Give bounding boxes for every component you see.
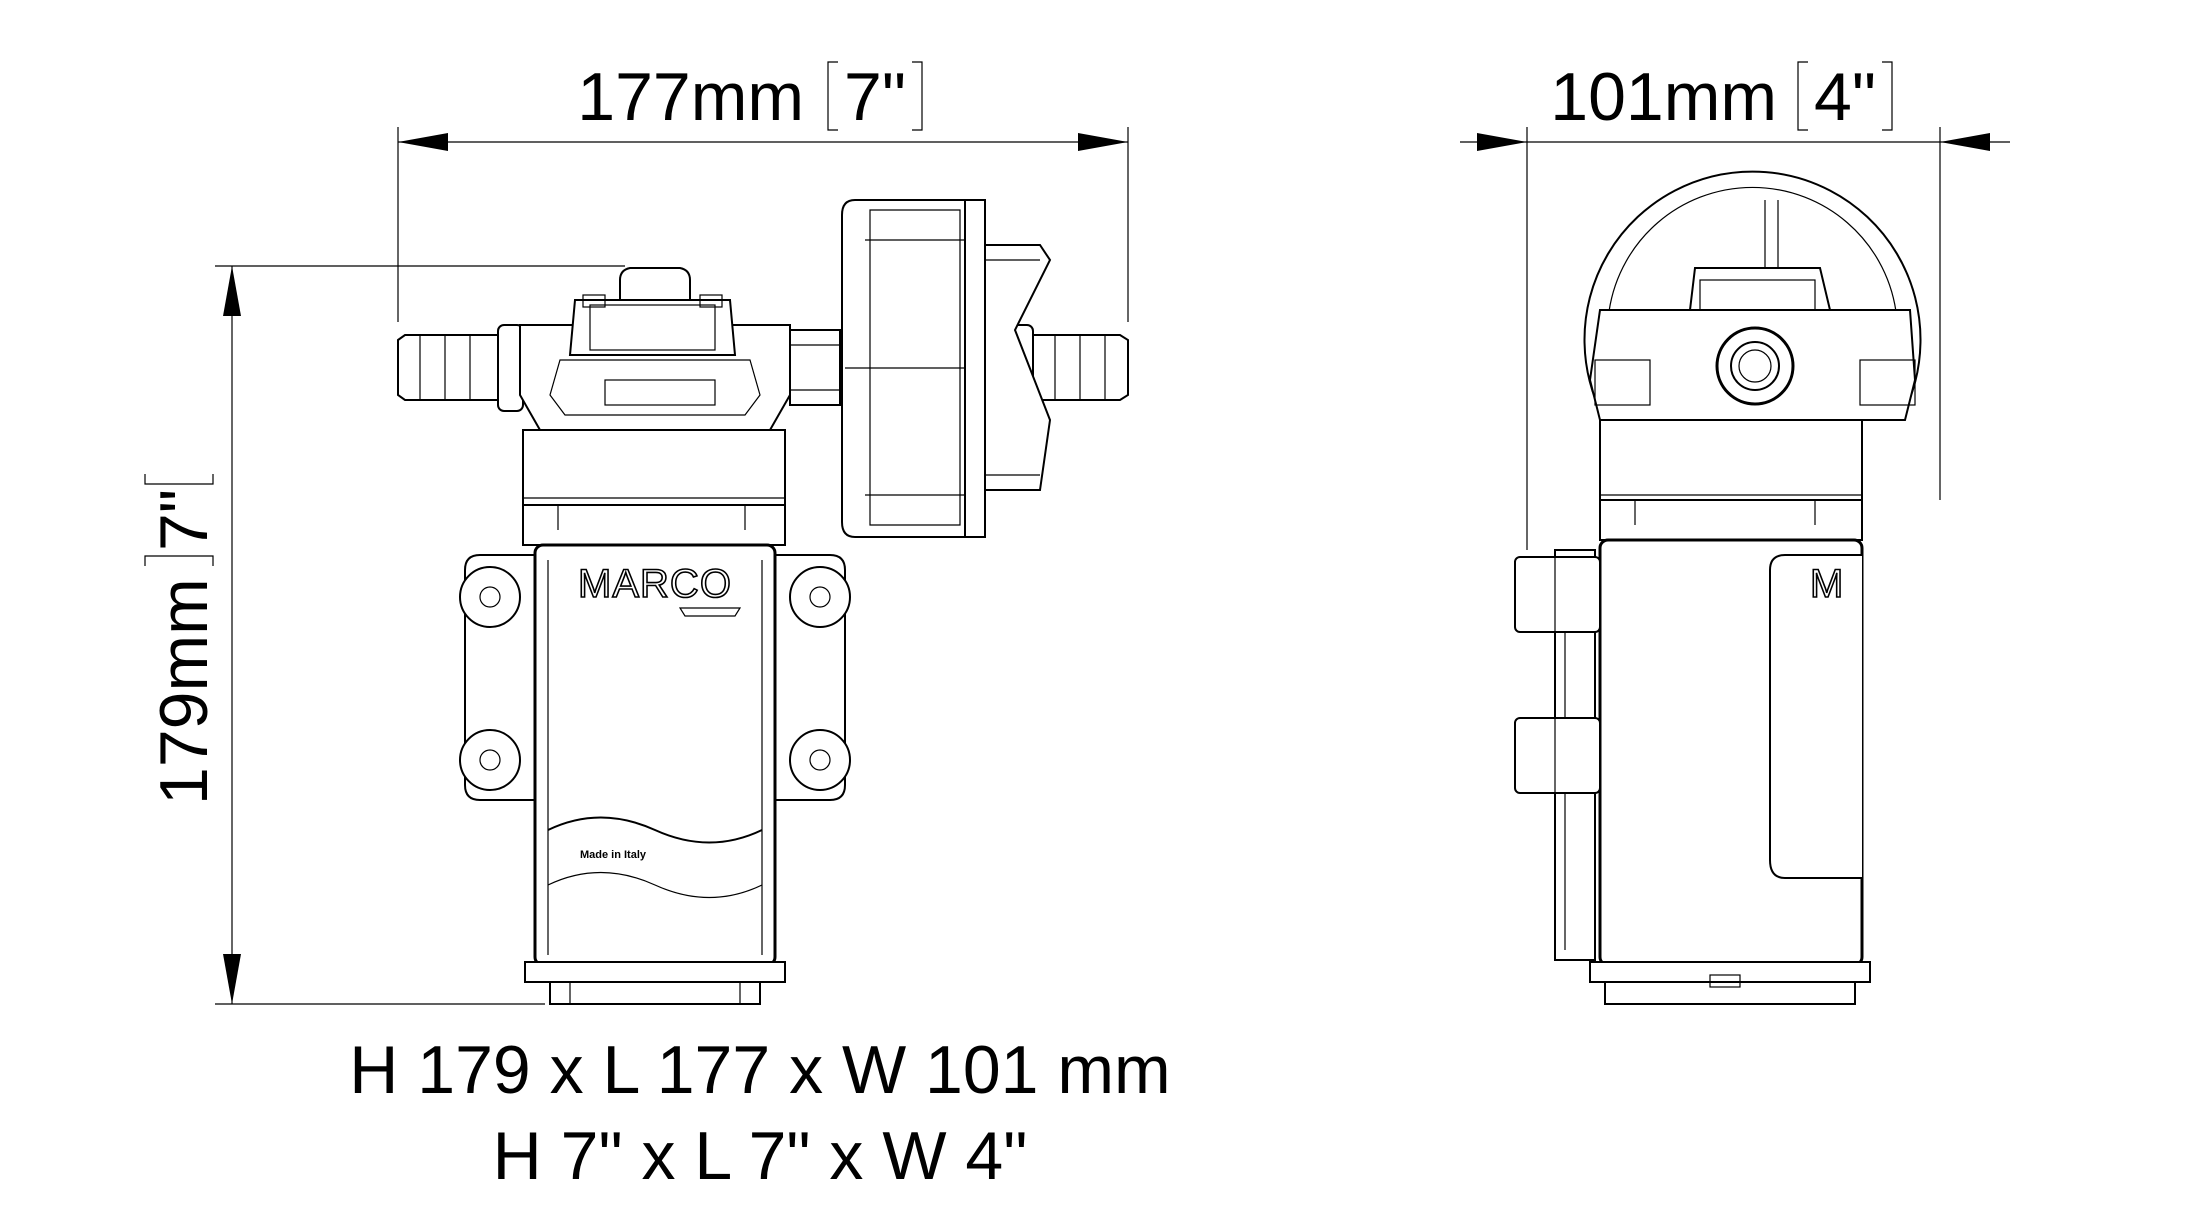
length-dimension: 177mm 7" <box>397 59 1129 322</box>
pump-head-side <box>1588 267 1917 421</box>
motor-base <box>524 961 786 1005</box>
height-in-label: 7" <box>146 489 222 551</box>
height-mm-label: 179mm <box>146 578 222 805</box>
made-in-label: Made in Italy <box>580 849 647 861</box>
brand-logo-side: M <box>1810 562 1843 606</box>
width-mm-label: 101mm <box>1550 59 1777 135</box>
width-dimension: 101mm 4" <box>1460 59 2010 550</box>
filter <box>841 199 1052 538</box>
length-mm-label: 177mm <box>577 59 804 135</box>
hose-barb-left <box>397 324 524 412</box>
motor-base-side <box>1589 961 1871 1005</box>
pump-head <box>519 267 791 431</box>
mounting-bracket-side <box>1514 549 1601 961</box>
pump-front-view: MARCO Made in Italy <box>397 199 1129 1005</box>
length-in-label: 7" <box>844 59 906 135</box>
width-in-label: 4" <box>1814 59 1876 135</box>
motor-collar-side <box>1599 419 1863 541</box>
pump-side-view: M <box>1514 170 1922 1005</box>
height-dimension: 179mm 7" <box>144 265 625 1005</box>
caption-metric: H 179 x L 177 x W 101 mm <box>349 1032 1171 1108</box>
brand-logo: MARCO <box>578 562 732 606</box>
motor-body: MARCO Made in Italy <box>533 543 777 967</box>
caption-imperial: H 7" x L 7" x W 4" <box>492 1118 1028 1194</box>
motor-body-side: M <box>1598 538 1864 967</box>
motor-collar <box>522 429 786 546</box>
